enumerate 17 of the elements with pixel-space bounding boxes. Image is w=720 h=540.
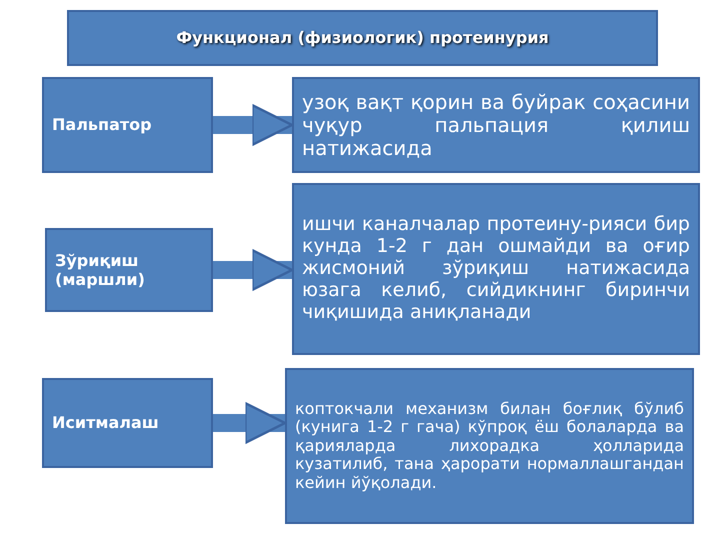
description-text: узоқ вақт қорин ва буйрак соҳасини чуқур пальпация қилиш натижасида [302,90,690,160]
block-arrow [213,249,294,291]
description-text: ишчи каналчалар протеину-рияси бир кунда 1-2 г дан ошмайди ва оғир жисмоний зўриқиш натижасида юзага келиб, сийдикнинг биринчи чиқишида аниқланади [302,214,690,324]
text-box [292,77,700,173]
block-arrow [213,104,294,146]
text-box [45,228,213,312]
block-arrow [213,402,286,444]
title-banner [67,10,658,66]
cause-label: Зўриқиш (маршли) [55,250,146,290]
text-box [292,183,700,355]
cause-label: Иситмалаш [52,413,160,433]
title-text: Функционал (физиологик) протеинурия [175,28,550,48]
text-box [42,77,213,173]
text-box [285,368,694,524]
text-box [42,378,213,468]
cause-label: Пальпатор [52,115,153,135]
description-text: коптокчали механизм билан боғлиқ бўлиб (кунига 1-2 г гача) кўпроқ ёш болаларда ва қарияларда лихорадка ҳолларида кузатилиб, тана ҳарорати нормаллашгандан кейин йўқолади. [295,400,684,492]
